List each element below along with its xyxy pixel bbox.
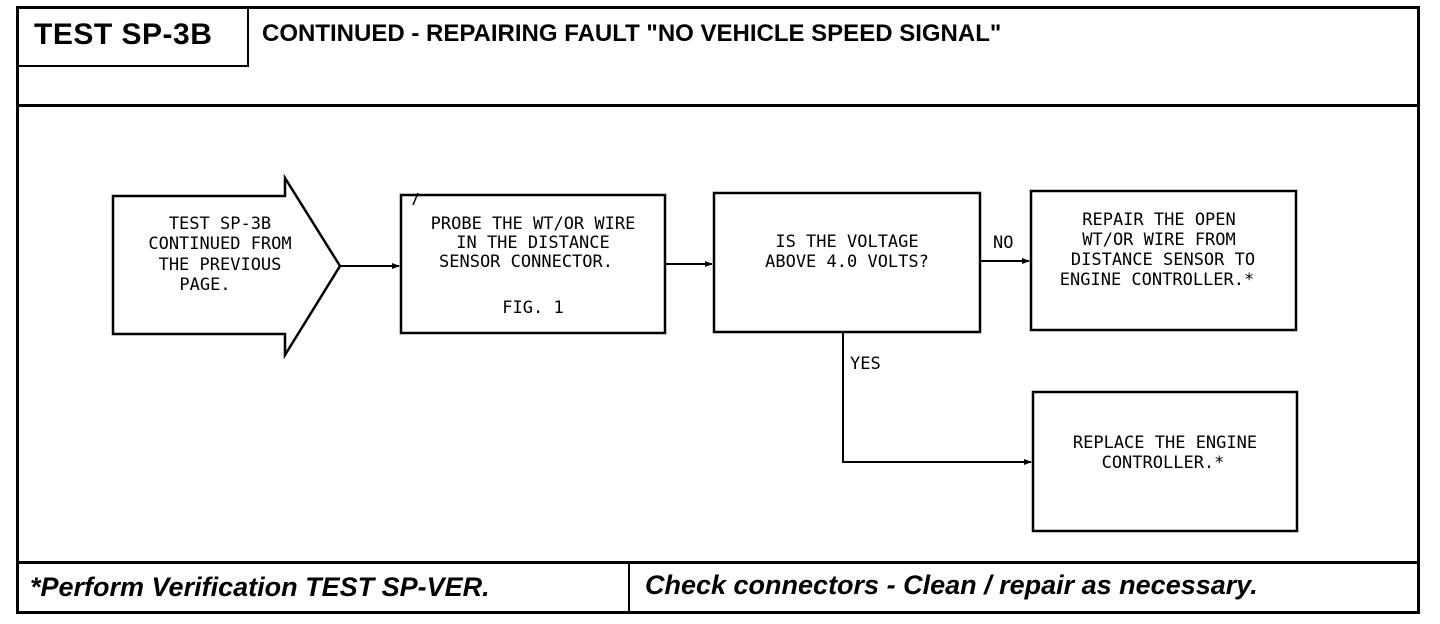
start-arrow-shape: [111, 173, 342, 360]
decision-text-2: ABOVE 4.0 VOLTS?: [765, 252, 929, 272]
footer-connector-note: Check connectors - Clean / repair as nec…: [645, 570, 1258, 600]
probe-text-1: PROBE THE WT/OR WIRE: [431, 214, 636, 234]
test-id: TEST SP-3B: [34, 18, 213, 51]
replace-box: [1031, 390, 1299, 533]
footer-divider: [16, 561, 1420, 564]
decision-box: [712, 191, 982, 334]
repair-box: [1029, 189, 1298, 332]
repair-text-3: DISTANCE SENSOR TO: [1071, 250, 1255, 270]
start-text-3: THE PREVIOUS: [159, 255, 282, 275]
test-id-box: [16, 6, 249, 67]
footer-verification-note: *Perform Verification TEST SP-VER.: [30, 572, 490, 602]
decision-text-1: IS THE VOLTAGE: [775, 232, 918, 252]
replace-text-2: CONTROLLER.*: [1102, 453, 1225, 473]
replace-text-1: REPLACE THE ENGINE: [1073, 433, 1257, 453]
probe-text-fig: FIG. 1: [502, 298, 563, 318]
probe-text-3: SENSOR CONNECTOR.: [439, 252, 613, 272]
page-title: CONTINUED - REPAIRING FAULT "NO VEHICLE …: [262, 20, 1002, 47]
edge-label-no: NO: [993, 233, 1013, 253]
repair-text-2: WT/OR WIRE FROM: [1082, 230, 1236, 250]
start-text-1: TEST SP-3B: [169, 214, 271, 234]
start-text-4: PAGE.: [179, 275, 230, 295]
footer-split: [628, 561, 630, 614]
repair-text-1: REPAIR THE OPEN: [1082, 210, 1236, 230]
probe-text-2: IN THE DISTANCE: [456, 233, 610, 253]
repair-text-4: ENGINE CONTROLLER.*: [1060, 270, 1254, 290]
edge-label-yes: YES: [850, 354, 881, 374]
pen-mark: [412, 192, 419, 206]
edge-decision-replace: [842, 332, 1032, 465]
header-divider: [16, 104, 1420, 107]
page-frame: [16, 6, 1420, 614]
start-text-2: CONTINUED FROM: [148, 234, 291, 254]
